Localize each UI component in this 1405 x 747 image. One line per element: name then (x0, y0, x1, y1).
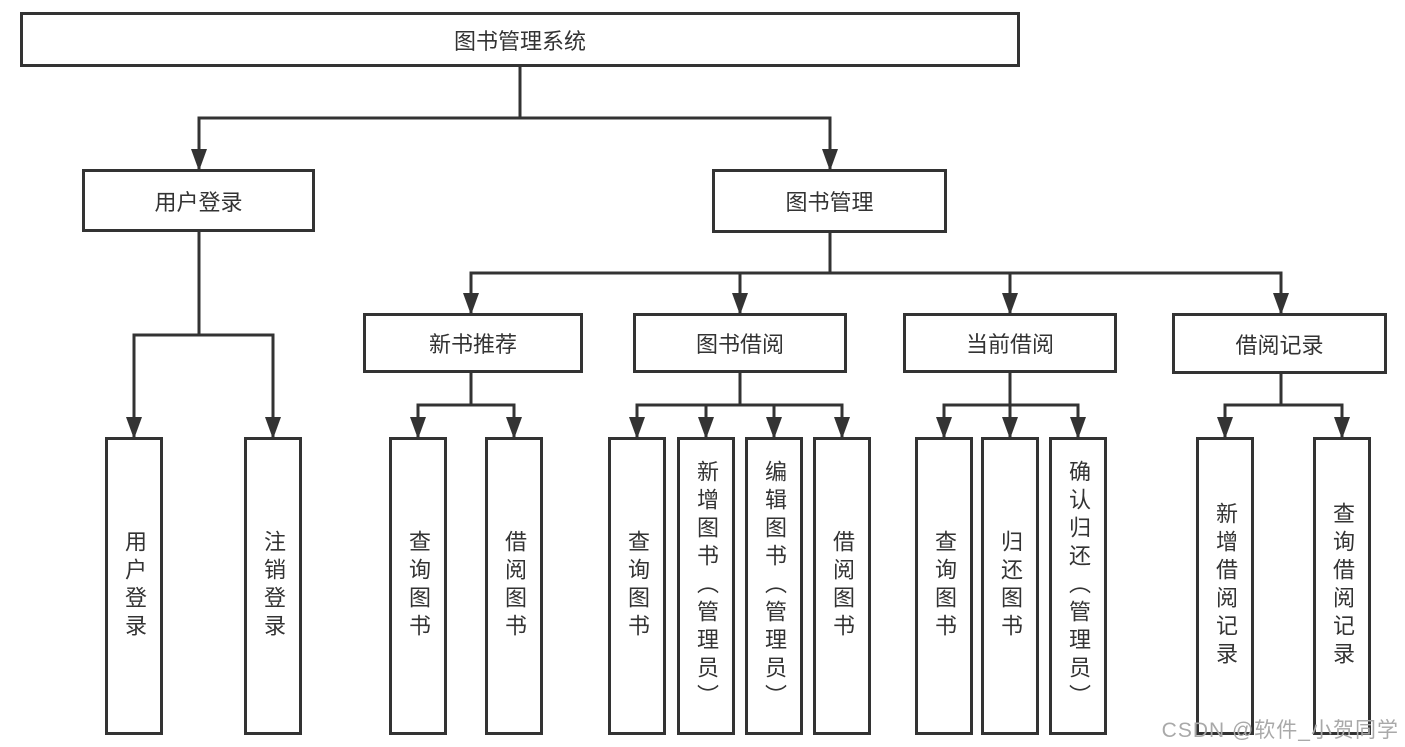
arrowheads-group (126, 149, 1350, 439)
connector-borrow-to-leaves (635, 373, 844, 437)
connector-login-to-leaves (132, 232, 275, 437)
connector-recommend-to-leaves (416, 373, 516, 437)
node-label: 图书管理 (785, 190, 874, 215)
arrow-down-icon (265, 417, 281, 439)
node-new-book-recommend: 新书推荐 (363, 313, 583, 373)
leaf-user-login: 用户登录 (105, 437, 163, 735)
arrow-down-icon (766, 417, 782, 439)
arrow-down-icon (698, 417, 714, 439)
leaf-query-borrow-record: 查询借阅记录 (1313, 437, 1371, 735)
arrow-down-icon (1002, 293, 1018, 315)
arrow-down-icon (1002, 417, 1018, 439)
connector-mgmt-to-level3 (469, 233, 1283, 313)
connector-group (132, 67, 1344, 437)
node-label: 查询图书 (406, 530, 431, 642)
node-book-management: 图书管理 (712, 169, 947, 233)
node-label: 新书推荐 (428, 332, 517, 357)
node-label: 新增图书（管理员） (694, 460, 719, 712)
arrow-down-icon (1334, 417, 1350, 439)
leaf-recommend-borrow-books: 借阅图书 (485, 437, 543, 735)
node-label: 编辑图书（管理员） (762, 460, 787, 712)
leaf-add-book-admin: 新增图书（管理员） (677, 437, 735, 735)
leaf-add-borrow-record: 新增借阅记录 (1196, 437, 1254, 735)
node-user-login: 用户登录 (82, 169, 315, 232)
node-label: 查询图书 (932, 530, 957, 642)
arrow-down-icon (191, 149, 207, 171)
node-label: 归还图书 (998, 530, 1023, 642)
leaf-recommend-query-books: 查询图书 (389, 437, 447, 735)
arrow-down-icon (126, 417, 142, 439)
node-borrow-records: 借阅记录 (1172, 313, 1387, 374)
leaf-return-book: 归还图书 (981, 437, 1039, 735)
node-label: 借阅记录 (1235, 332, 1324, 358)
node-label: 借阅图书 (830, 530, 855, 642)
leaf-logout: 注销登录 (244, 437, 302, 735)
node-label: 图书借阅 (695, 332, 784, 357)
arrow-down-icon (463, 293, 479, 315)
arrow-down-icon (1217, 417, 1233, 439)
arrow-down-icon (834, 417, 850, 439)
arrow-down-icon (1070, 417, 1086, 439)
node-label: 图书管理系统 (453, 28, 586, 54)
leaf-edit-book-admin: 编辑图书（管理员） (745, 437, 803, 735)
node-book-borrow: 图书借阅 (633, 313, 847, 373)
node-label: 查询借阅记录 (1330, 502, 1355, 670)
node-label: 查询图书 (625, 530, 650, 642)
arrow-down-icon (1273, 293, 1289, 315)
connector-root-to-level2 (197, 67, 832, 169)
arrow-down-icon (822, 149, 838, 171)
node-label: 用户登录 (154, 189, 243, 215)
arrow-down-icon (410, 417, 426, 439)
node-library-system: 图书管理系统 (20, 12, 1020, 67)
csdn-watermark: CSDN @软件_小贺同学 (1161, 719, 1399, 742)
arrow-down-icon (732, 293, 748, 315)
arrow-down-icon (629, 417, 645, 439)
node-label: 确认归还（管理员） (1066, 460, 1091, 712)
node-label: 注销登录 (261, 530, 286, 642)
node-label: 当前借阅 (965, 332, 1054, 357)
leaf-borrow-query-books: 查询图书 (608, 437, 666, 735)
node-label: 用户登录 (122, 530, 147, 642)
leaf-confirm-return-admin: 确认归还（管理员） (1049, 437, 1107, 735)
connector-records-to-leaves (1223, 373, 1344, 437)
node-current-borrow: 当前借阅 (903, 313, 1117, 373)
node-label: 借阅图书 (502, 530, 527, 642)
node-label: 新增借阅记录 (1213, 502, 1238, 670)
arrow-down-icon (506, 417, 522, 439)
leaf-borrow-books: 借阅图书 (813, 437, 871, 735)
leaf-current-query-books: 查询图书 (915, 437, 973, 735)
arrow-down-icon (936, 417, 952, 439)
